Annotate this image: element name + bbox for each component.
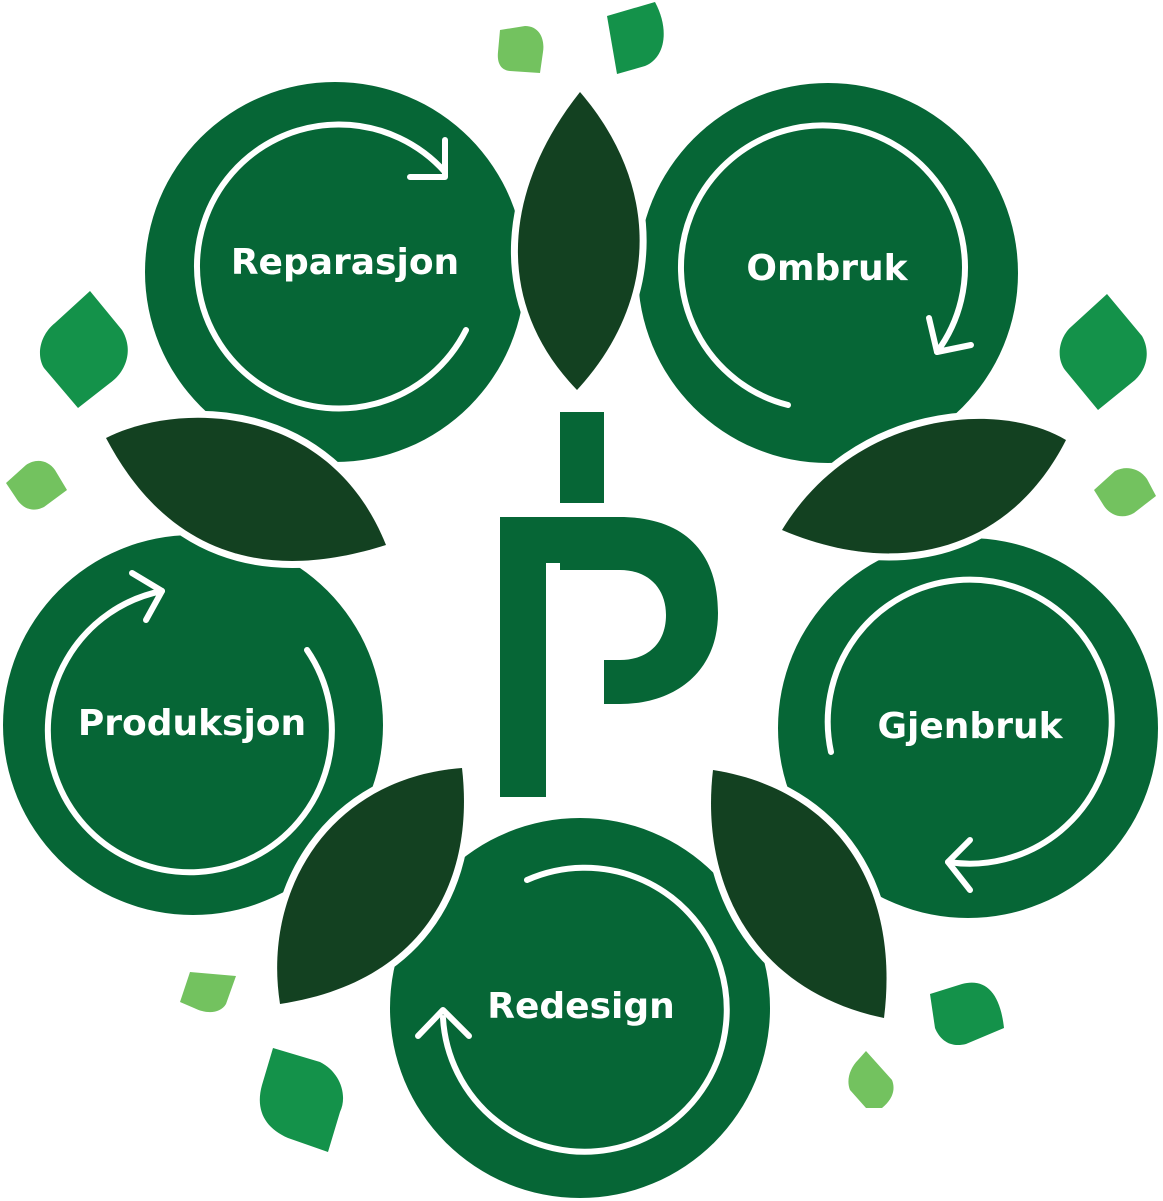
petal-top-fill [517,92,640,390]
leaf-icon [930,982,1004,1046]
clockwise-arrow-icon [824,576,1115,893]
leaf-icon [259,1048,344,1152]
leaf-icon [848,1051,894,1108]
label-produksjon: Produksjon [78,703,306,744]
ip-monogram-logo [500,412,718,797]
petal-right-upper-fill [782,418,1066,554]
leaf-icon [6,460,67,510]
logo-i-stem [560,412,604,503]
leaf-icon [607,2,664,74]
label-reparasjon: Reparasjon [231,242,459,283]
petal-left-upper-fill [106,417,386,561]
petal-left-lower-fill [277,768,464,1004]
decorative-leaves [6,2,1156,1152]
clockwise-arrow-icon [194,121,469,412]
leaf-icon [497,26,544,73]
circle-produksjon [3,535,383,915]
label-redesign: Redesign [487,986,675,1027]
leaf-icon [1059,294,1147,410]
petal-fills [106,92,1066,1018]
stage-labels: Reparasjon Ombruk Gjenbruk Redesign Prod… [78,242,1064,1027]
circle-gjenbruk [778,538,1158,918]
label-gjenbruk: Gjenbruk [877,706,1063,747]
leaf-icon [180,972,236,1013]
clockwise-arrow-icon [677,122,974,408]
logo-p-shape [500,517,718,797]
circle-ombruk [638,83,1018,463]
clockwise-arrow-icon [44,570,335,876]
cycle-rings [44,121,1115,1155]
circle-redesign [390,818,770,1198]
label-ombruk: Ombruk [746,248,908,289]
clockwise-arrow-icon [415,864,730,1155]
petal-right-lower-fill [711,770,887,1018]
leaf-icon [1094,468,1156,517]
leaf-icon [39,291,128,408]
